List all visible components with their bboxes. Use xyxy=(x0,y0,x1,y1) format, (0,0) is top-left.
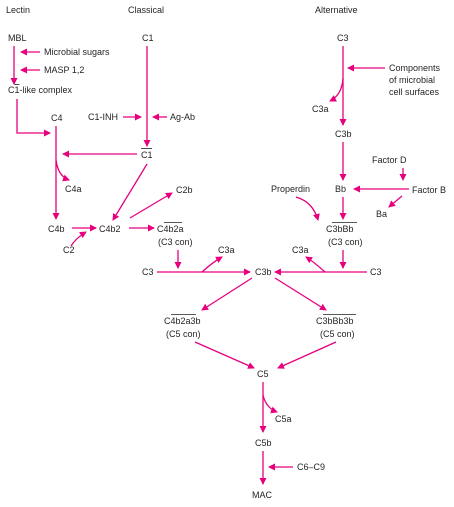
node-components-1: Components xyxy=(389,63,441,73)
arrow-c1-like-to-c4 xyxy=(16,99,51,137)
node-properdin: Properdin xyxy=(271,184,310,194)
header-alternative: Alternative xyxy=(315,5,358,15)
arrow-c3b-to-c3bbb3b xyxy=(274,277,327,311)
node-c3bbb: C3bBb xyxy=(326,224,354,234)
node-c2b: C2b xyxy=(176,185,193,195)
node-c5: C5 xyxy=(257,369,269,379)
node-c2: C2 xyxy=(63,245,75,255)
arrow-c1-to-c4b2 xyxy=(112,163,148,221)
node-c3-right: C3 xyxy=(370,267,382,277)
node-ag-ab: Ag-Ab xyxy=(170,112,195,122)
node-bb: Bb xyxy=(335,184,346,194)
node-c3bbb3b: C3bBb3b xyxy=(316,316,354,326)
node-c5a: C5a xyxy=(275,414,292,424)
node-mbl: MBL xyxy=(8,33,27,43)
node-microbial-sugars: Microbial sugars xyxy=(44,47,110,57)
arrow-properdin xyxy=(295,196,320,221)
arrow-c3a-left xyxy=(201,256,223,273)
node-c3-con-alt: (C3 con) xyxy=(328,237,363,247)
node-components-2: of microbial xyxy=(389,75,435,85)
node-c4b2a3b: C4b2a3b xyxy=(164,316,201,326)
node-c3-con-classical: (C3 con) xyxy=(158,237,193,247)
arrow-c5a xyxy=(262,394,278,414)
node-c1: C1 xyxy=(142,33,154,43)
node-c3-alt: C3 xyxy=(337,33,349,43)
arrow-c5-con-right-to-c5 xyxy=(277,341,337,369)
node-c4: C4 xyxy=(51,113,63,123)
node-c6-c9: C6–C9 xyxy=(297,462,325,472)
arrow-c3b-to-c4b2a3b xyxy=(201,277,253,311)
node-c3-left: C3 xyxy=(142,267,154,277)
node-c4a: C4a xyxy=(65,184,82,194)
node-c3a-right: C3a xyxy=(292,245,309,255)
node-c4b: C4b xyxy=(48,224,65,234)
node-c1-active: C1 xyxy=(141,150,153,160)
arrow-c4a xyxy=(55,159,70,182)
node-c3a-left: C3a xyxy=(218,245,235,255)
arrow-c2b xyxy=(129,192,173,219)
node-c4b2: C4b2 xyxy=(99,224,121,234)
node-c3b-center: C3b xyxy=(255,267,272,277)
node-c3b-alt: C3b xyxy=(335,129,352,139)
node-ba: Ba xyxy=(376,209,387,219)
node-masp: MASP 1,2 xyxy=(44,65,84,75)
node-factor-b: Factor B xyxy=(412,185,446,195)
node-c5b: C5b xyxy=(255,438,272,448)
node-factor-d: Factor D xyxy=(372,155,407,165)
node-c3a-alt: C3a xyxy=(312,104,329,114)
node-c1-inh: C1-INH xyxy=(88,112,118,122)
node-c5-con-left: (C5 con) xyxy=(166,329,201,339)
arrow-c5-con-left-to-c5 xyxy=(194,341,255,369)
node-mac: MAC xyxy=(252,490,273,500)
node-components-3: cell surfaces xyxy=(389,87,440,97)
header-lectin: Lectin xyxy=(6,5,30,15)
node-c5-con-right: (C5 con) xyxy=(320,329,355,339)
node-c1-like-complex: C1-like complex xyxy=(8,85,73,95)
arrow-c3a-right xyxy=(305,256,326,273)
arrow-c3a-alt xyxy=(329,77,344,102)
node-c4b2a: C4b2a xyxy=(157,224,184,234)
header-classical: Classical xyxy=(128,5,164,15)
arrow-ba xyxy=(388,195,403,208)
arrow-c2-in xyxy=(70,231,87,247)
